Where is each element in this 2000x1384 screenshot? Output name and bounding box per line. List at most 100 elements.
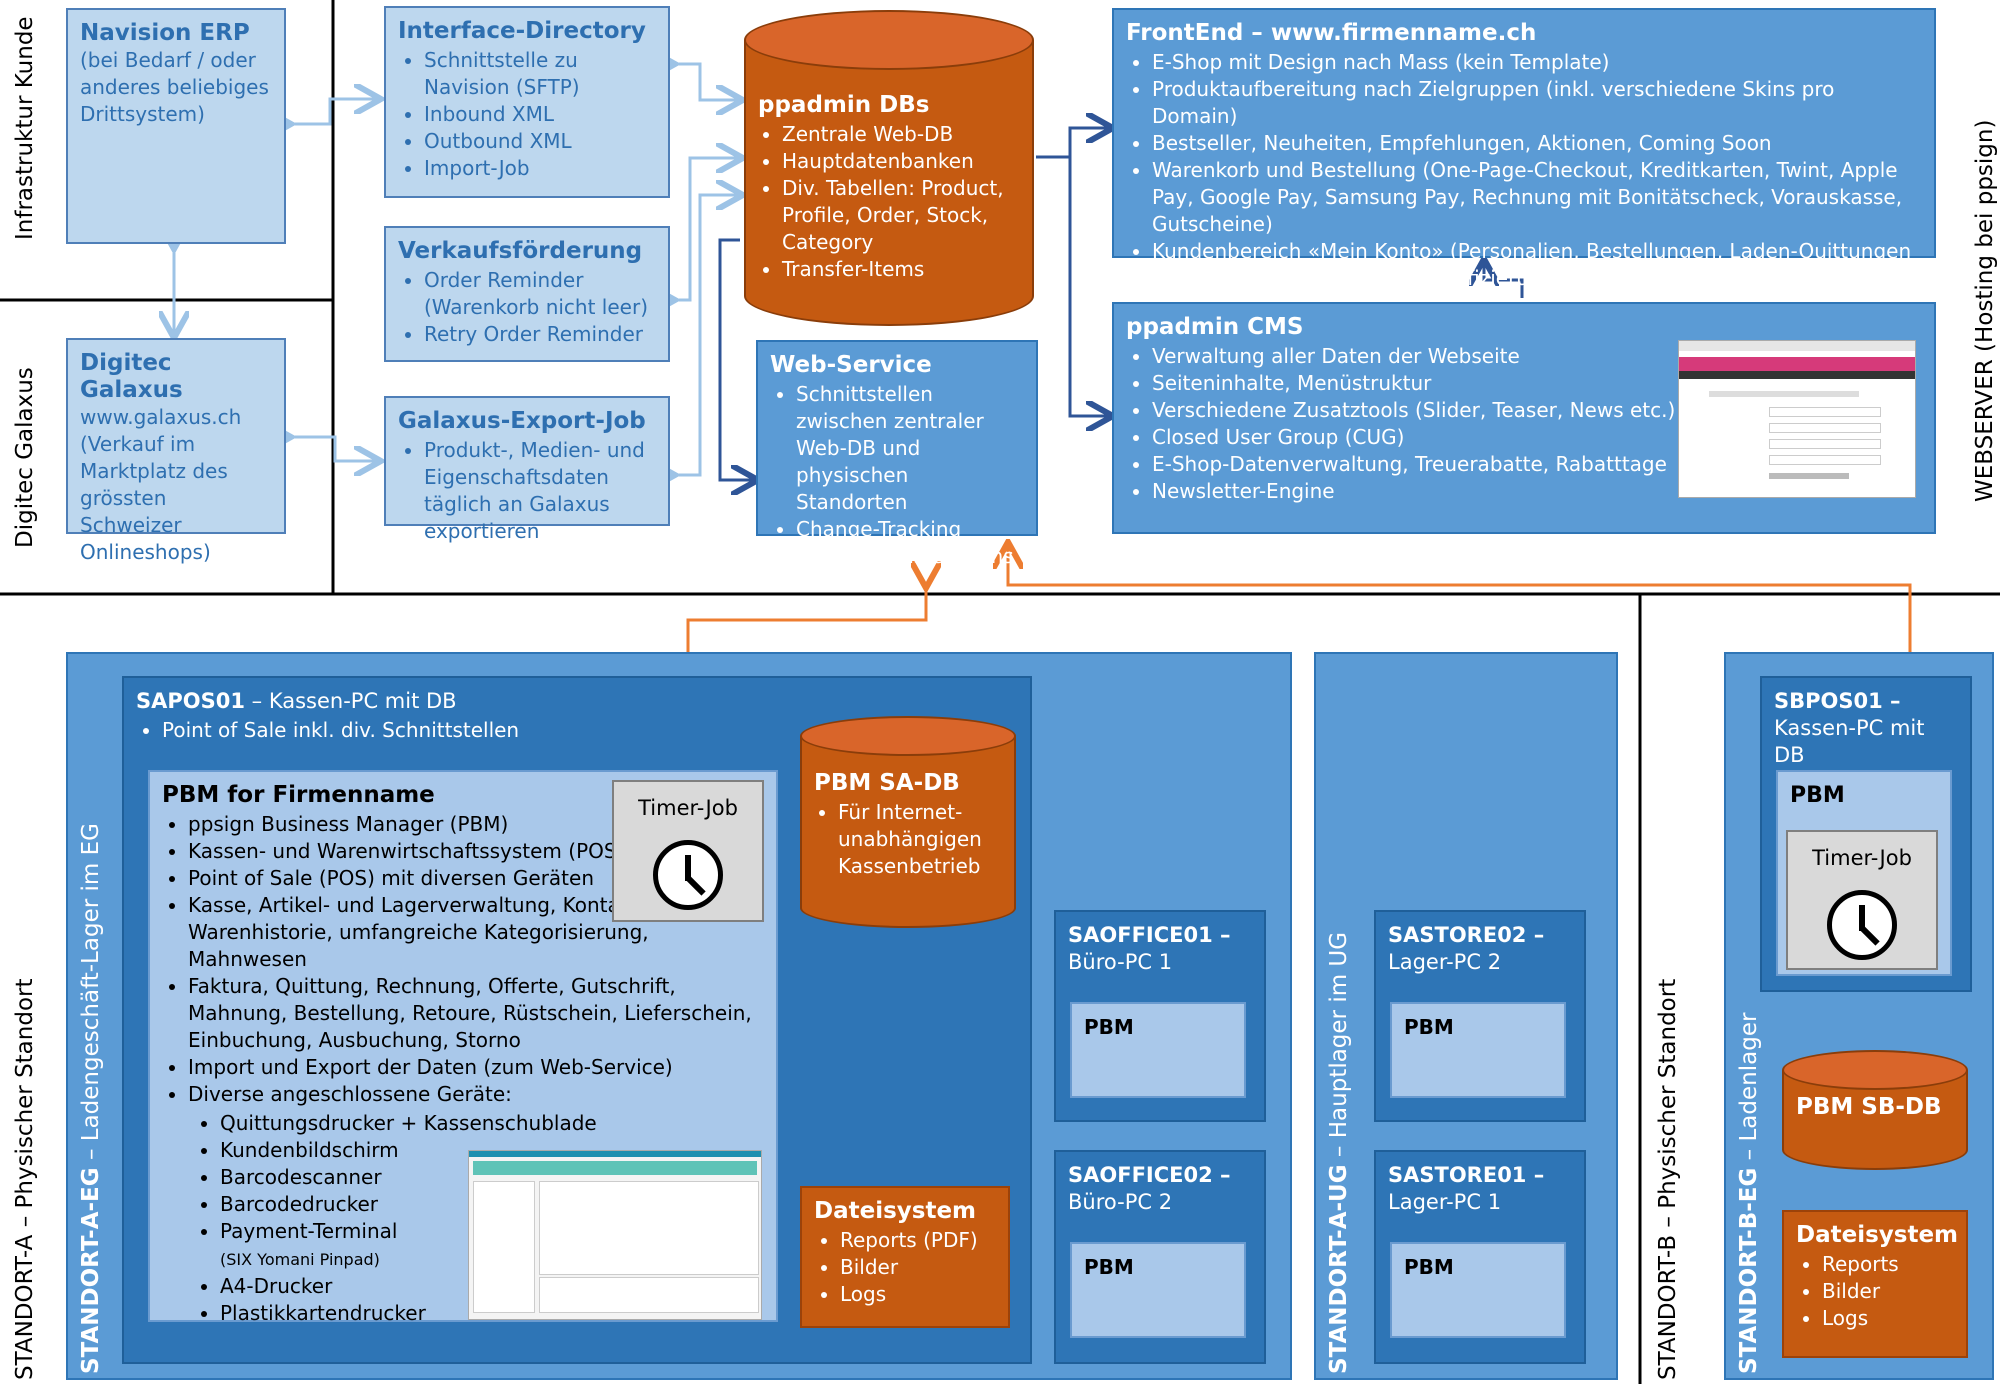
- label-standort-b-eg: STANDORT-B-EG – Ladenlager: [1736, 1012, 1762, 1374]
- sapos-title: SAPOS01: [136, 689, 245, 713]
- interface-item: Import-Job: [424, 155, 656, 182]
- verkaufsfoerderung-box: Verkaufsförderung Order Reminder (Warenk…: [384, 226, 670, 362]
- dateisystem-b-box: Dateisystem Reports Bilder Logs: [1782, 1210, 1968, 1358]
- pbm-firm-item: ppsign Business Manager (PBM): [188, 811, 764, 838]
- timer-job-b: Timer-Job: [1786, 830, 1938, 970]
- device-item: A4-Drucker: [220, 1273, 764, 1300]
- device-item: Quittungsdrucker + Kassenschublade: [220, 1110, 764, 1137]
- pbm-firm-item: Diverse angeschlossene Geräte:: [188, 1081, 764, 1108]
- ppadmin-db-item: Zentrale Web-DB: [782, 121, 1024, 148]
- frontend-item: E-Shop mit Design nach Mass (kein Templa…: [1152, 49, 1922, 76]
- frontend-title: FrontEnd – www.firmenname.ch: [1126, 20, 1537, 46]
- device-item: Barcodescanner: [220, 1164, 764, 1191]
- dateisystem-b-item: Bilder: [1822, 1278, 1954, 1305]
- clock-icon: [653, 840, 723, 910]
- cms-item: Verwaltung aller Daten der Webseite: [1152, 343, 1922, 370]
- cms-screenshot-image: [1678, 340, 1916, 498]
- dateisystem-a-box: Dateisystem Reports (PDF) Bilder Logs: [800, 1186, 1010, 1328]
- pbm-sadb-item: Für Internet-unabhängigen Kassenbetrieb: [838, 799, 1006, 880]
- frontend-item: Warenkorb und Bestellung (One-Page-Check…: [1152, 157, 1922, 238]
- dateisystem-b-item: Reports: [1822, 1251, 1954, 1278]
- frontend-item: Bestseller, Neuheiten, Empfehlungen, Akt…: [1152, 130, 1922, 157]
- sastore01-title: SASTORE01: [1388, 1163, 1527, 1187]
- navision-title: Navision ERP: [80, 20, 250, 46]
- device-item: Payment-Terminal(SIX Yomani Pinpad): [220, 1218, 764, 1273]
- sapos-subtitle: – Kassen-PC mit DB: [244, 689, 457, 713]
- cms-title: ppadmin CMS: [1126, 314, 1304, 340]
- pbm-firm-item: Import und Export der Daten (zum Web-Ser…: [188, 1054, 764, 1081]
- ppadmin-db-cylinder: ppadmin DBs Zentrale Web-DB Hauptdatenba…: [744, 10, 1034, 326]
- galaxus-line: www.galaxus.ch: [80, 405, 242, 429]
- webservice-item: Schnittstellen zwischen zentraler Web-DB…: [796, 381, 1024, 516]
- galaxus-line: Onlineshops): [80, 540, 211, 564]
- label-infrastruktur-kunde: Infrastruktur Kunde: [12, 16, 38, 240]
- cms-item: E-Shop-Datenverwaltung, Treuerabatte, Ra…: [1152, 451, 1922, 478]
- export-title: Galaxus-Export-Job: [398, 408, 646, 434]
- sastore01-pbm: PBM: [1390, 1242, 1566, 1338]
- sapos-item: Point of Sale inkl. div. Schnittstellen: [162, 717, 1018, 744]
- sbpos-title: SBPOS01: [1774, 689, 1883, 713]
- label-standort-b: STANDORT-B – Physischer Standort: [1655, 978, 1681, 1380]
- cms-item: Newsletter-Engine: [1152, 478, 1922, 505]
- saoffice01-title: SAOFFICE01: [1068, 923, 1213, 947]
- sbpos-subtitle: Kassen-PC mit DB: [1774, 716, 1925, 767]
- timer-job-a: Timer-Job: [612, 780, 764, 922]
- digitec-galaxus-box: Digitec Galaxus www.galaxus.ch (Verkauf …: [66, 338, 286, 564]
- label-digitec-galaxus: Digitec Galaxus: [12, 367, 38, 548]
- galaxus-line: grössten Schweizer: [80, 486, 182, 537]
- navision-line: (bei Bedarf / oder: [80, 48, 256, 72]
- navision-line: Drittsystem): [80, 102, 205, 126]
- galaxus-export-job-box: Galaxus-Export-Job Produkt-, Medien- und…: [384, 396, 670, 543]
- webservice-item: Change-Tracking mittels Transfer-Items: [796, 516, 1024, 570]
- web-service-box: Web-Service Schnittstellen zwischen zent…: [756, 340, 1038, 568]
- saoffice01-pbm: PBM: [1070, 1002, 1246, 1098]
- label-standort-a-eg: STANDORT-A-EG – Ladengeschäft-Lager im E…: [78, 823, 104, 1374]
- sastore01-subtitle: Lager-PC 1: [1388, 1190, 1502, 1214]
- device-item: Kundenbildschirm: [220, 1137, 764, 1164]
- dateisystem-a-item: Reports (PDF): [840, 1227, 996, 1254]
- navision-line: anderes beliebiges: [80, 75, 269, 99]
- label-webserver: WEBSERVER (Hosting bei ppsign): [1972, 119, 1998, 502]
- pbm-sbdb-title: PBM SB-DB: [1796, 1094, 1942, 1120]
- sastore02-subtitle: Lager-PC 2: [1388, 950, 1502, 974]
- ppadmin-db-title: ppadmin DBs: [758, 92, 930, 118]
- saoffice01-subtitle: Büro-PC 1: [1068, 950, 1173, 974]
- cms-item: Verschiedene Zusatztools (Slider, Teaser…: [1152, 397, 1922, 424]
- pbm-sa-db-cylinder: PBM SA-DB Für Internet-unabhängigen Kass…: [800, 716, 1016, 928]
- verkauf-title: Verkaufsförderung: [398, 238, 643, 264]
- device-item: Barcodedrucker: [220, 1191, 764, 1218]
- dateisystem-b-title: Dateisystem: [1796, 1222, 1959, 1248]
- galaxus-line: (Verkauf im: [80, 432, 196, 456]
- dateisystem-b-item: Logs: [1822, 1305, 1954, 1332]
- label-standort-a: STANDORT-A – Physischer Standort: [12, 978, 38, 1380]
- sastore02-title: SASTORE02: [1388, 923, 1527, 947]
- pbm-firm-item: Faktura, Quittung, Rechnung, Offerte, Gu…: [188, 973, 764, 1054]
- galaxus-line: Marktplatz des: [80, 459, 228, 483]
- sastore02-pbm: PBM: [1390, 1002, 1566, 1098]
- export-item: Produkt-, Medien- und Eigenschaftsdaten …: [424, 437, 656, 545]
- pbm-sb-db-cylinder: PBM SB-DB: [1782, 1050, 1968, 1170]
- pos-screenshot-image: [468, 1150, 762, 1320]
- timer-job-b-label: Timer-Job: [1812, 846, 1912, 870]
- ppadmin-db-item: Transfer-Items: [782, 256, 1024, 283]
- ppadmin-db-item: Hauptdatenbanken: [782, 148, 1024, 175]
- dateisystem-a-title: Dateisystem: [814, 1198, 977, 1224]
- interface-directory-box: Interface-Directory Schnittstelle zu Nav…: [384, 6, 670, 198]
- saoffice02-title: SAOFFICE02: [1068, 1163, 1213, 1187]
- ppadmin-db-item: Div. Tabellen: Product, Profile, Order, …: [782, 175, 1024, 256]
- navision-box: Navision ERP (bei Bedarf / oder anderes …: [66, 8, 286, 244]
- frontend-box: FrontEnd – www.firmenname.ch E-Shop mit …: [1112, 8, 1936, 290]
- cms-item: Seiteninhalte, Menüstruktur: [1152, 370, 1922, 397]
- saoffice02-subtitle: Büro-PC 2: [1068, 1190, 1173, 1214]
- pbm-sadb-title: PBM SA-DB: [814, 770, 960, 796]
- pbm-firm-item: Point of Sale (POS) mit diversen Geräten: [188, 865, 764, 892]
- webservice-title: Web-Service: [770, 352, 932, 378]
- device-item: Plastikkartendrucker: [220, 1300, 764, 1327]
- frontend-item: Produktaufbereitung nach Zielgruppen (in…: [1152, 76, 1922, 130]
- dateisystem-a-item: Bilder: [840, 1254, 996, 1281]
- label-standort-a-ug: STANDORT-A-UG – Hauptlager im UG: [1326, 931, 1352, 1374]
- interface-item: Outbound XML: [424, 128, 656, 155]
- frontend-item: Kundenbereich «Mein Konto» (Personalien,…: [1152, 238, 1922, 292]
- saoffice02-pbm: PBM: [1070, 1242, 1246, 1338]
- timer-job-label: Timer-Job: [638, 796, 738, 820]
